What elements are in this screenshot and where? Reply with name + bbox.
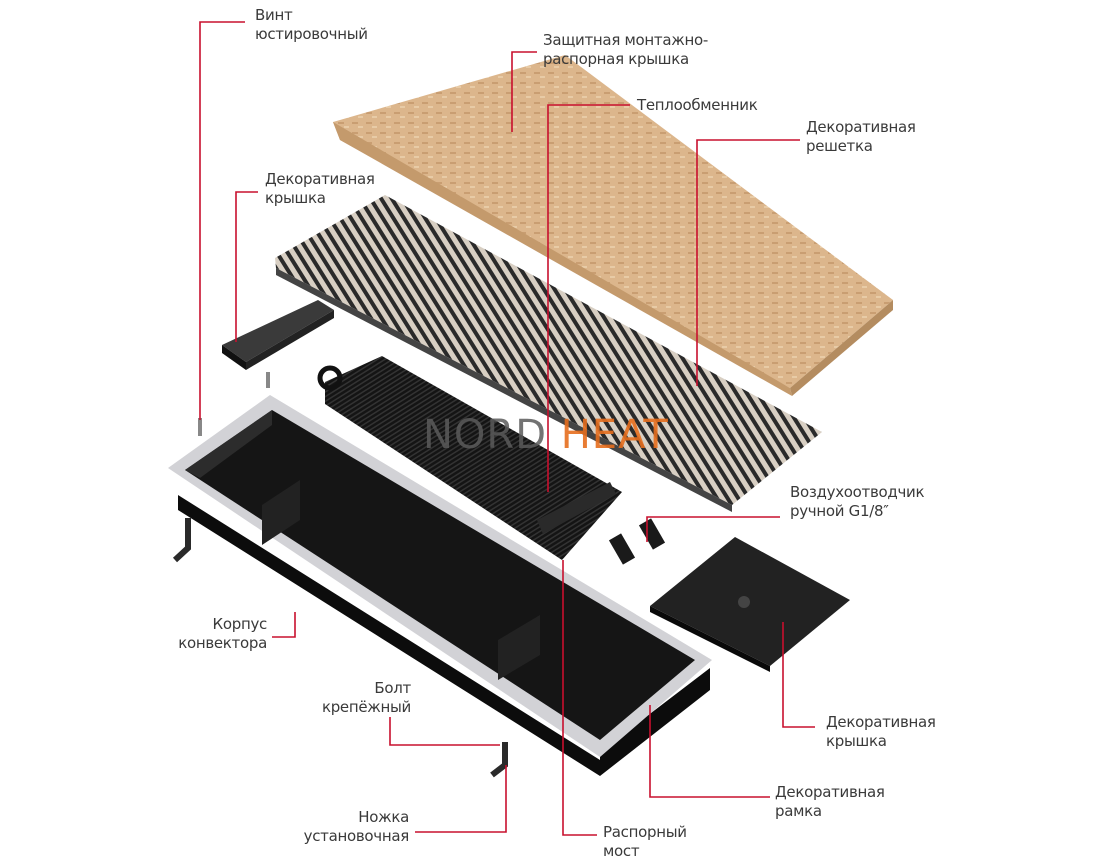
protective-cover-board [333,55,893,396]
leader-protective-cover [511,51,537,132]
leader-heat-exchanger [547,104,630,492]
leader-cover-left [235,191,258,342]
label-line: Декоративная [806,118,916,136]
label-line: Воздухоотводчик [790,483,925,501]
label-line: решетка [806,137,873,155]
brand-part1: NORD [423,412,547,458]
leader-grille [696,139,800,386]
brand-watermark: NORD HEAT [423,412,669,458]
adjusting-screw [198,372,270,436]
label-line: ручной G1/8″ [790,502,889,520]
leader-leg [415,765,507,833]
label-line: Теплообменник [637,96,758,114]
label-line: рамка [775,802,822,820]
label-line: Декоративная [775,783,885,801]
label-line: Распорный [603,823,687,841]
convector-body [168,395,712,776]
label-heat-exchanger: Теплообменник [637,96,758,115]
leader-lines [199,21,815,836]
label-line: Винт [255,6,293,24]
label-line: крышка [826,732,887,750]
mounting-legs [172,518,508,778]
label-line: крепёжный [321,698,411,716]
decorative-cover-right [650,537,850,672]
label-line: крышка [265,189,326,207]
label-line: установочная [303,827,410,845]
leader-bridge [562,560,597,836]
leader-body [272,612,296,638]
label-line: Декоративная [826,713,936,731]
label-line: мост [603,842,640,860]
leader-screw [199,21,245,420]
leader-air-vent [646,516,780,542]
leader-frame [649,705,770,798]
label-line: Защитная монтажно- [543,31,708,49]
decorative-cover-small [222,300,334,370]
label-line: Ножка [358,808,409,826]
heat-exchanger [317,356,666,565]
label-line: Болт [374,679,411,697]
label-line: конвектора [178,634,267,652]
leader-bolt [389,717,500,746]
label-line: юстировочный [255,25,368,43]
label-line: Декоративная [265,170,375,188]
label-protective-cover: Защитная монтажно-распорная крышка [543,31,708,69]
leader-cover-right [782,622,815,728]
brand-part2: HEAT [560,412,669,458]
label-line: распорная крышка [543,50,689,68]
label-line: Корпус [212,615,268,633]
